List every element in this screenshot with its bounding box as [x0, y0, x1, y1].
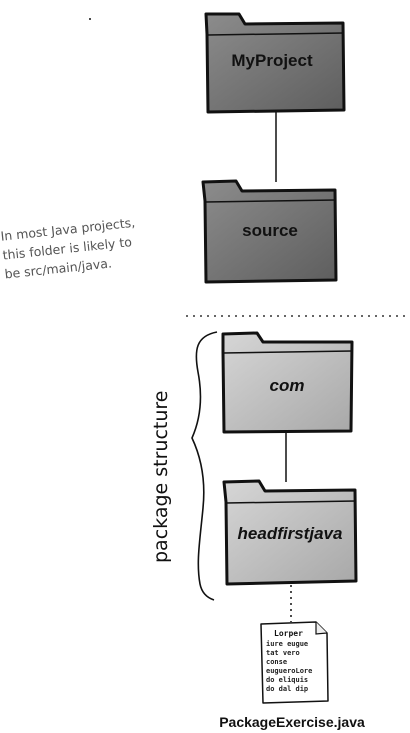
- folder-com: com: [221, 331, 354, 434]
- doc-line-5: euguerоLore: [266, 667, 312, 675]
- folder-source-label: source: [242, 221, 298, 240]
- folder-com-icon: [221, 331, 354, 434]
- package-brace: [191, 331, 218, 601]
- java-file-icon: Lorper iure eugue tat vero conse euguerо…: [260, 621, 329, 704]
- annotation-note: In most Java projects, this folder is li…: [0, 215, 136, 282]
- doc-line-1: Lorper: [274, 629, 303, 638]
- doc-line-6: do eliquis: [266, 676, 308, 684]
- folder-myproject-label: MyProject: [231, 51, 313, 70]
- folder-source-icon: [201, 179, 338, 284]
- doc-line-4: conse: [266, 658, 287, 666]
- doc-line-2: iure eugue: [266, 640, 308, 648]
- doc-line-3: tat vero: [266, 649, 300, 657]
- folder-com-label: com: [270, 376, 305, 395]
- folder-myproject-icon: [204, 12, 346, 114]
- folder-headfirstjava-icon: [222, 479, 358, 586]
- package-structure-label: package structure: [150, 391, 172, 563]
- doc-line-7: do dal dip: [266, 685, 308, 693]
- file-caption: PackageExercise.java: [219, 714, 365, 730]
- folder-headfirstjava: headfirstjava: [222, 479, 358, 586]
- folder-headfirstjava-label: headfirstjava: [238, 524, 343, 543]
- folder-source: source: [201, 179, 338, 284]
- folder-myproject: MyProject: [204, 12, 346, 114]
- stray-dot: [89, 18, 91, 20]
